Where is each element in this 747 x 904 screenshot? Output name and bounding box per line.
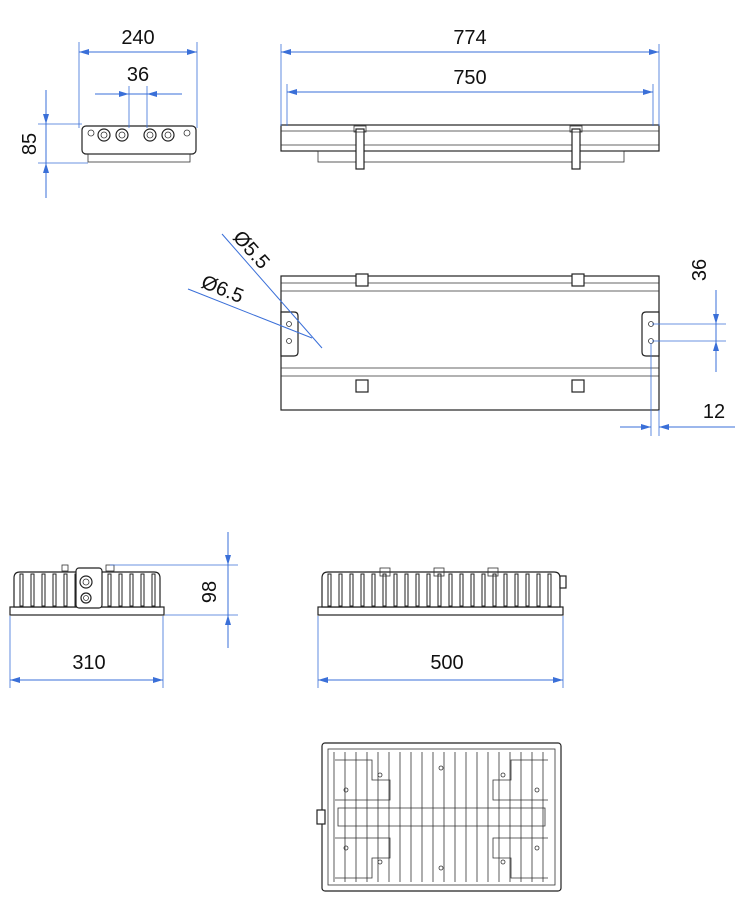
fin [30,573,35,607]
dim-98: 98 [110,532,238,648]
dim-500: 500 [317,616,564,688]
dim-240-label: 240 [121,27,154,49]
dim-36-right-label: 36 [689,259,711,281]
dim-12-label: 12 [703,401,725,423]
fin [41,573,46,607]
dim-98-label: 98 [199,581,221,603]
fin [151,573,156,607]
fin [129,573,134,607]
fin [371,573,376,607]
fin [426,573,431,607]
dim-774: 774 [280,27,660,126]
dim-12: 12 [620,343,735,436]
fin [118,573,123,607]
dim-774-label: 774 [453,27,486,49]
end-view-small [81,125,197,163]
fin [63,573,68,607]
dim-36-top: 36 [95,64,182,128]
fin [52,573,57,607]
fin [448,573,453,607]
dim-310: 310 [9,616,164,688]
fin [459,573,464,607]
heatsink-plan-view [316,742,562,892]
fin [382,573,387,607]
fin [492,573,497,607]
dim-240: 240 [78,27,198,128]
dim-36-right: 36 [652,259,726,372]
fin [107,573,112,607]
dim-310-label: 310 [72,652,105,674]
fin [470,573,475,607]
fin [514,573,519,607]
dim-85-label: 85 [19,133,41,155]
fin [547,573,552,607]
dim-85: 85 [19,90,88,198]
dim-750: 750 [286,67,654,126]
fin [525,573,530,607]
fin [140,573,145,607]
fin [437,573,442,607]
fin [404,573,409,607]
side-view-long [280,124,660,170]
fin [481,573,486,607]
finned-side-view [317,567,567,616]
plan-view [280,273,660,411]
dim-hole-large-label: Ø5.5 [228,227,273,274]
fin [349,573,354,607]
dim-750-label: 750 [453,67,486,89]
fin [415,573,420,607]
fin [327,573,332,607]
fin [393,573,398,607]
fin [338,573,343,607]
dim-500-label: 500 [430,652,463,674]
fin [536,573,541,607]
dim-36-top-label: 36 [127,64,149,86]
fin [19,573,24,607]
finned-end-view [9,564,165,616]
fin [360,573,365,607]
fin [503,573,508,607]
